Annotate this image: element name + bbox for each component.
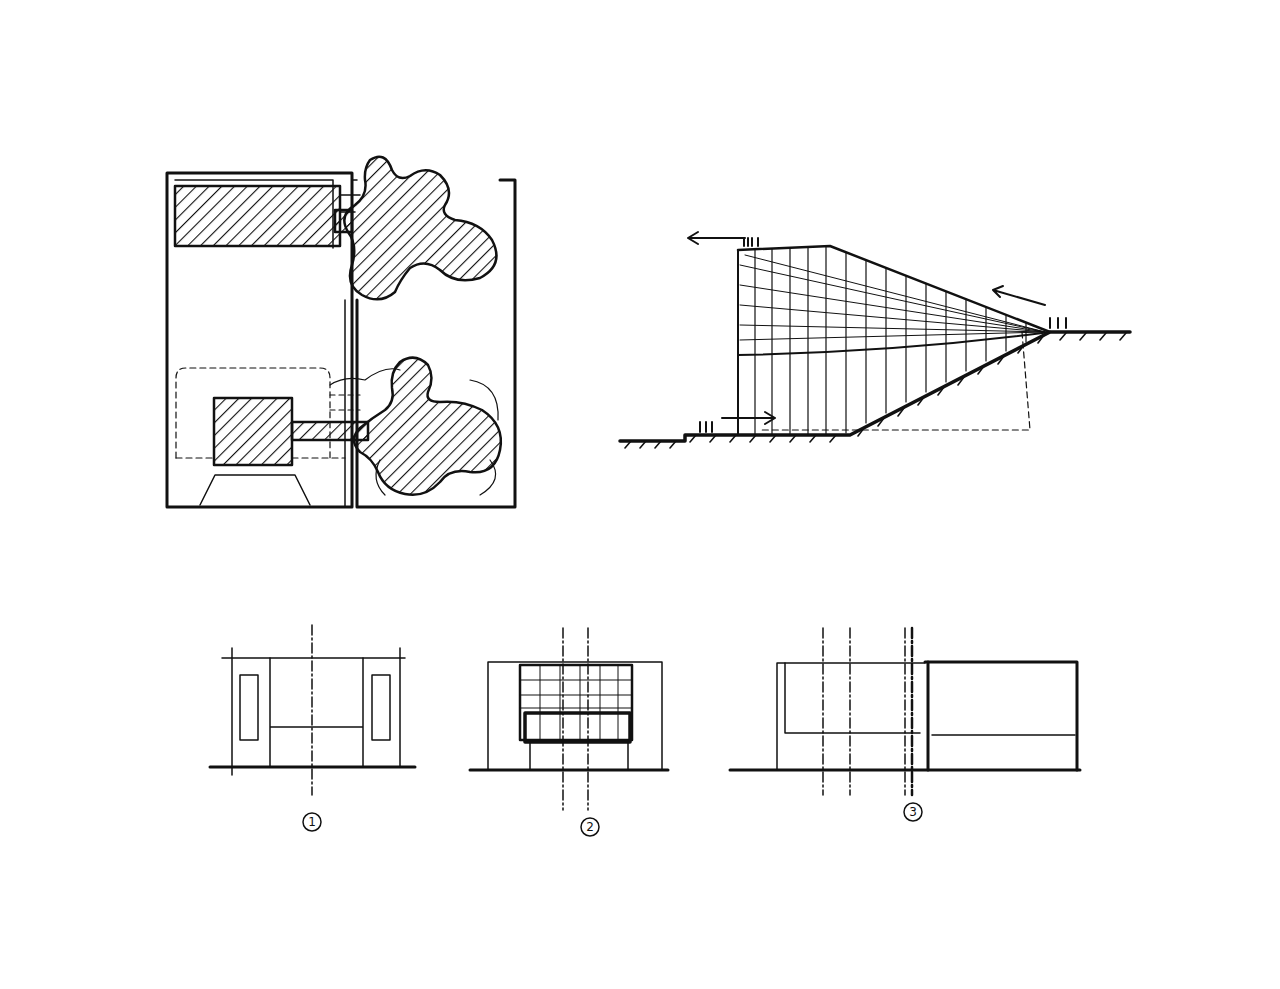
elevation-two-stroke <box>470 769 668 772</box>
elevation-two-stroke <box>530 740 628 770</box>
site-section-stroke <box>625 333 1126 448</box>
hatched-masses-stroke <box>344 157 496 300</box>
site-plan-stroke <box>167 173 352 507</box>
site-plan-stroke <box>200 475 310 505</box>
site-section-stroke <box>688 232 745 244</box>
elevation-two-stroke <box>488 662 662 770</box>
site-section-stroke <box>740 255 1045 340</box>
site-plan-stroke <box>310 506 345 507</box>
elevation-three-stroke <box>823 628 905 795</box>
site-section-stroke <box>1050 318 1066 328</box>
site-section-stroke <box>993 286 1045 305</box>
site-section-stroke <box>755 247 1026 435</box>
site-section-stroke <box>738 332 1050 355</box>
site-section-stroke <box>760 332 1030 430</box>
hatched-masses-stroke <box>214 398 292 465</box>
elevation-three-stroke <box>927 662 930 770</box>
elevation-one-stroke <box>372 675 390 740</box>
hatched-masses-stroke <box>175 186 340 246</box>
elevation-one-stroke <box>303 813 321 831</box>
elevation-one-stroke <box>222 657 405 659</box>
site-plan-stroke <box>330 395 360 410</box>
callout-number: 1 <box>305 816 319 828</box>
callout-number: 2 <box>583 821 597 833</box>
elevation-three-stroke <box>925 662 1077 770</box>
elevation-three <box>730 628 1080 821</box>
elevation-two-stroke <box>520 665 632 740</box>
elevation-three-stroke <box>932 734 1075 736</box>
elevation-one-stroke <box>311 625 313 795</box>
hatched-masses <box>175 157 501 495</box>
site-section-stroke <box>722 412 775 424</box>
site-plan-stroke <box>344 300 346 507</box>
elevation-one-stroke <box>270 658 363 767</box>
elevation-three-stroke <box>911 628 914 795</box>
site-section-stroke <box>737 250 739 435</box>
site-section <box>620 232 1130 448</box>
elevation-three-stroke <box>785 663 920 733</box>
elevation-one-stroke <box>240 675 258 740</box>
elevation-two-stroke <box>520 665 632 740</box>
elevation-three-stroke <box>777 663 925 770</box>
elevation-one-stroke <box>232 648 400 775</box>
site-section-stroke <box>700 422 712 432</box>
elevation-three-stroke <box>904 803 922 821</box>
elevation-two-stroke <box>581 818 599 836</box>
callout-number: 3 <box>906 806 920 818</box>
site-plan-stroke <box>352 179 357 181</box>
elevation-one <box>210 625 415 831</box>
site-plan-stroke <box>330 369 400 385</box>
elevation-two <box>470 628 668 836</box>
elevation-two-stroke <box>563 628 588 810</box>
hatched-masses-stroke <box>354 358 501 495</box>
site-section-stroke <box>744 238 758 246</box>
site-section-stroke <box>620 332 1130 441</box>
elevation-two-stroke <box>525 713 630 742</box>
